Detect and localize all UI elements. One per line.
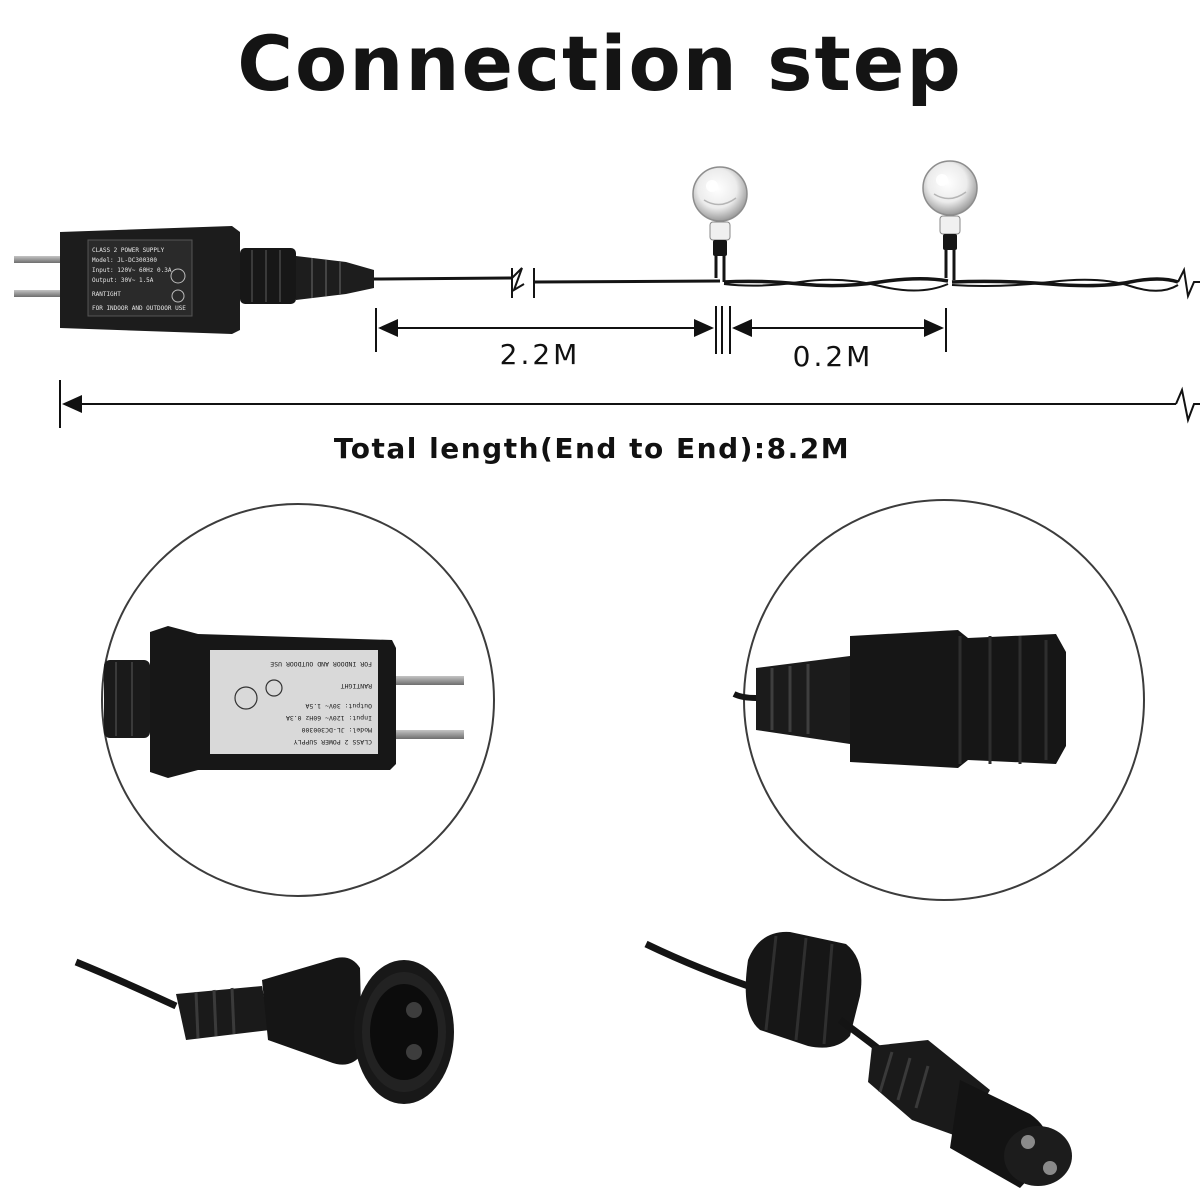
wire-break-icon: [511, 267, 535, 298]
page-title: Connection step: [237, 19, 963, 108]
waterproof-connector-icon: [240, 248, 374, 304]
globe-bulb-icon: [692, 166, 748, 282]
wire-break-icon: [1177, 266, 1200, 300]
female-socket-icon: [74, 957, 454, 1104]
dimension-spacing-label: 0.2M: [793, 340, 874, 373]
adapter-label-line3: Input: 120V~ 60Hz 0.3A: [92, 267, 172, 274]
dimension-lead: 2.2M: [375, 306, 723, 371]
dimension-total: Total length(End to End):8.2M: [59, 380, 1200, 465]
string-cable: [723, 276, 1179, 292]
adapter-label-line4: Output: 30V~ 1.5A: [92, 277, 154, 284]
total-length-label: Total length(End to End):8.2M: [334, 432, 850, 465]
power-adapter-icon: CLASS 2 POWER SUPPLY Model: JL-DC300300 …: [14, 226, 240, 334]
adapter-label-usage: FOR INDOOR AND OUTDOOR USE: [92, 305, 186, 312]
adapter-label-brand: RANTIGHT: [92, 291, 121, 298]
lead-cable: [373, 276, 721, 284]
connector-detail-circle: [732, 499, 1145, 901]
dimension-spacing: 0.2M: [729, 306, 947, 373]
adapter-closeup-line2: Model: JL-DC300300: [301, 726, 372, 734]
adapter-closeup-usage: FOR INDOOR AND OUTDOOR USE: [270, 660, 372, 668]
adapter-detail-circle: CLASS 2 POWER SUPPLY Model: JL-DC300300 …: [101, 503, 495, 897]
adapter-closeup-line1: CLASS 2 POWER SUPPLY: [294, 738, 372, 746]
adapter-label-line1: CLASS 2 POWER SUPPLY: [92, 247, 165, 254]
adapter-closeup-brand: RANTIGHT: [341, 682, 372, 690]
globe-bulb-icon: [922, 160, 978, 280]
dimension-lead-label: 2.2M: [500, 338, 581, 371]
male-plug-icon: [644, 931, 1072, 1188]
adapter-closeup-line3: Input: 120V~ 60Hz 0.3A: [286, 714, 372, 722]
adapter-label-line2: Model: JL-DC300300: [92, 257, 157, 264]
adapter-closeup-line4: Output: 30V~ 1.5A: [305, 702, 372, 710]
